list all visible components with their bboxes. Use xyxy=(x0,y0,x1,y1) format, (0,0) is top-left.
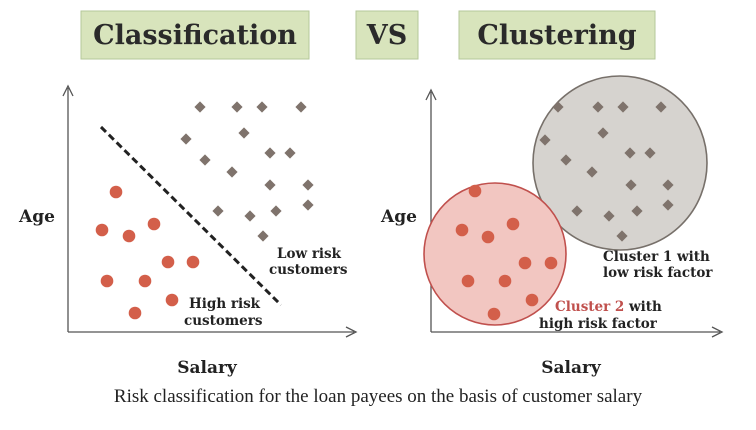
title-vs: VS xyxy=(355,10,419,60)
low-risk-point xyxy=(302,179,314,191)
low-risk-point xyxy=(231,101,243,113)
cluster-1-label-line1: Cluster 1 with xyxy=(603,249,710,265)
cluster-1-point xyxy=(616,230,628,242)
classification-boundary xyxy=(99,125,283,307)
cluster-2-with: with xyxy=(624,299,662,315)
right-red-points xyxy=(455,184,558,321)
high-risk-point xyxy=(138,274,152,288)
low-risk-point xyxy=(238,127,250,139)
high-risk-point xyxy=(122,229,136,243)
title-clustering-text: Clustering xyxy=(477,20,636,51)
right-ylabel: Age xyxy=(380,207,417,227)
cluster-1-point xyxy=(552,101,564,113)
cluster-1-point xyxy=(617,101,629,113)
low-risk-point xyxy=(199,154,211,166)
cluster-2-point xyxy=(506,217,520,231)
left-red-points xyxy=(95,185,200,320)
cluster-2-label-line2: high risk factor xyxy=(539,316,658,332)
cluster-2-point xyxy=(481,230,495,244)
right-x-arrow xyxy=(711,326,724,338)
cluster-1-point xyxy=(586,166,598,178)
cluster-1-point xyxy=(571,205,583,217)
cluster-1-point xyxy=(655,101,667,113)
high-risk-point xyxy=(95,223,109,237)
high-risk-label-line2: customers xyxy=(184,313,263,329)
cluster-1-label-line2: low risk factor xyxy=(603,265,713,281)
cluster-2-point xyxy=(518,256,532,270)
cluster-1-point xyxy=(631,205,643,217)
cluster-2-point xyxy=(544,256,558,270)
low-risk-point xyxy=(295,101,307,113)
caption: Risk classification for the loan payees … xyxy=(114,386,643,407)
right-panel: Age Salary Cluster 1 with low risk facto… xyxy=(380,75,724,378)
cluster-2-circle xyxy=(423,182,567,326)
left-panel: Age Salary Low risk customers High risk … xyxy=(18,84,358,378)
cluster-1-point xyxy=(624,147,636,159)
low-risk-point xyxy=(284,147,296,159)
high-risk-point xyxy=(128,306,142,320)
right-grey-points xyxy=(539,101,674,242)
low-risk-point xyxy=(244,210,256,222)
high-risk-point xyxy=(147,217,161,231)
cluster-2-label-line1: Cluster 2 with xyxy=(555,299,662,315)
cluster-1-point xyxy=(662,199,674,211)
cluster-1-point xyxy=(644,147,656,159)
low-risk-point xyxy=(302,199,314,211)
cluster-2-point xyxy=(468,184,482,198)
left-y-arrow xyxy=(62,84,74,97)
left-xlabel: Salary xyxy=(177,358,238,378)
low-risk-point xyxy=(264,147,276,159)
title-clustering: Clustering xyxy=(458,10,656,60)
cluster-1-point xyxy=(662,179,674,191)
low-risk-point xyxy=(180,133,192,145)
cluster-2-point xyxy=(525,293,539,307)
cluster-1-point xyxy=(625,179,637,191)
cluster-1-point xyxy=(592,101,604,113)
left-ylabel: Age xyxy=(18,207,55,227)
low-risk-point xyxy=(264,179,276,191)
cluster-1-point xyxy=(603,210,615,222)
low-risk-point xyxy=(270,205,282,217)
cluster-1-point xyxy=(560,154,572,166)
left-x-arrow xyxy=(345,326,358,338)
right-xlabel: Salary xyxy=(541,358,602,378)
low-risk-point xyxy=(212,205,224,217)
high-risk-point xyxy=(165,293,179,307)
low-risk-point xyxy=(226,166,238,178)
low-risk-label-line2: customers xyxy=(269,262,348,278)
low-risk-point xyxy=(194,101,206,113)
high-risk-point xyxy=(161,255,175,269)
high-risk-point xyxy=(109,185,123,199)
high-risk-point xyxy=(186,255,200,269)
right-y-arrow xyxy=(425,88,437,101)
title-vs-text: VS xyxy=(366,20,407,51)
cluster-1-point xyxy=(597,127,609,139)
cluster-2-point xyxy=(455,223,469,237)
title-classification-text: Classification xyxy=(93,20,297,51)
cluster-1-point xyxy=(539,134,551,146)
cluster-2-name: Cluster 2 xyxy=(555,299,624,315)
high-risk-point xyxy=(100,274,114,288)
cluster-2-point xyxy=(461,274,475,288)
low-risk-label-line1: Low risk xyxy=(277,246,342,262)
cluster-2-point xyxy=(487,307,501,321)
left-grey-points xyxy=(180,101,314,242)
title-classification: Classification xyxy=(80,10,310,60)
high-risk-label-line1: High risk xyxy=(189,296,261,312)
low-risk-point xyxy=(257,230,269,242)
cluster-2-point xyxy=(498,274,512,288)
low-risk-point xyxy=(256,101,268,113)
